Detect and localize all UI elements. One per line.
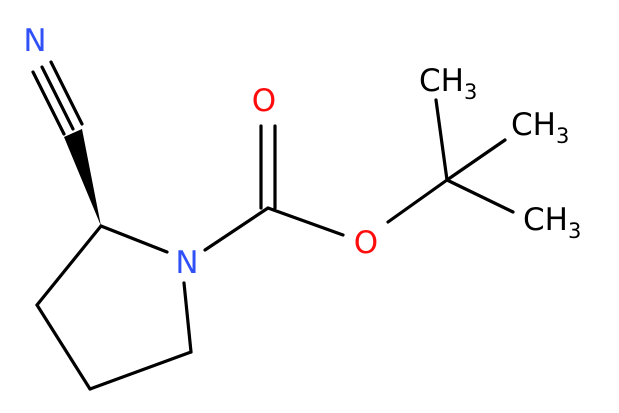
atom-symbol: CH: [419, 63, 464, 99]
atom-symbol: O: [354, 225, 378, 261]
atom-subscript: 3: [568, 219, 581, 243]
bond-c4-c3: [35, 303, 92, 391]
bond-nitrile-triple-2: [49, 60, 84, 126]
atom-symbol: N: [23, 23, 46, 59]
atom-symbol: CH: [511, 107, 556, 143]
bond-ester-oxygen-quat: [386, 178, 449, 224]
bond-c3-c2: [35, 224, 103, 307]
bond-nitrile-triple-1: [40, 65, 75, 131]
atom-label-ester-oxygen: O: [354, 225, 378, 261]
bond-carbonyl-ester-oxygen: [266, 206, 345, 237]
bond-c5-c4: [88, 350, 193, 391]
atom-label-nitrile-nitrogen: N: [23, 23, 46, 59]
atom-subscript: 3: [464, 80, 477, 104]
atom-label-methyl-right: CH3: [511, 107, 569, 148]
bond-wedge-c2-nitrile: [64, 129, 101, 226]
atom-label-carbonyl-oxygen: O: [252, 83, 276, 119]
atom-label-methyl-bottom: CH3: [523, 202, 581, 243]
bond-nitrile-triple-3: [31, 70, 66, 136]
bond-quat-methyl-right: [445, 138, 507, 182]
bond-layer: [31, 60, 515, 391]
bond-quat-methyl-bottom: [445, 178, 515, 214]
atom-symbol: N: [175, 245, 198, 281]
bond-quat-methyl-top: [434, 98, 449, 182]
bond-n1-c5: [182, 281, 193, 354]
bond-c2-n1: [99, 224, 169, 254]
atom-symbol: O: [252, 83, 276, 119]
atom-subscript: 3: [556, 124, 569, 148]
bond-n1-carbonyl: [203, 206, 270, 252]
atom-label-layer: N N O O CH3 CH3 CH3: [23, 23, 581, 281]
atom-label-ring-nitrogen: N: [175, 245, 198, 281]
atom-symbol: CH: [523, 202, 568, 238]
atom-label-methyl-top: CH3: [419, 63, 477, 104]
